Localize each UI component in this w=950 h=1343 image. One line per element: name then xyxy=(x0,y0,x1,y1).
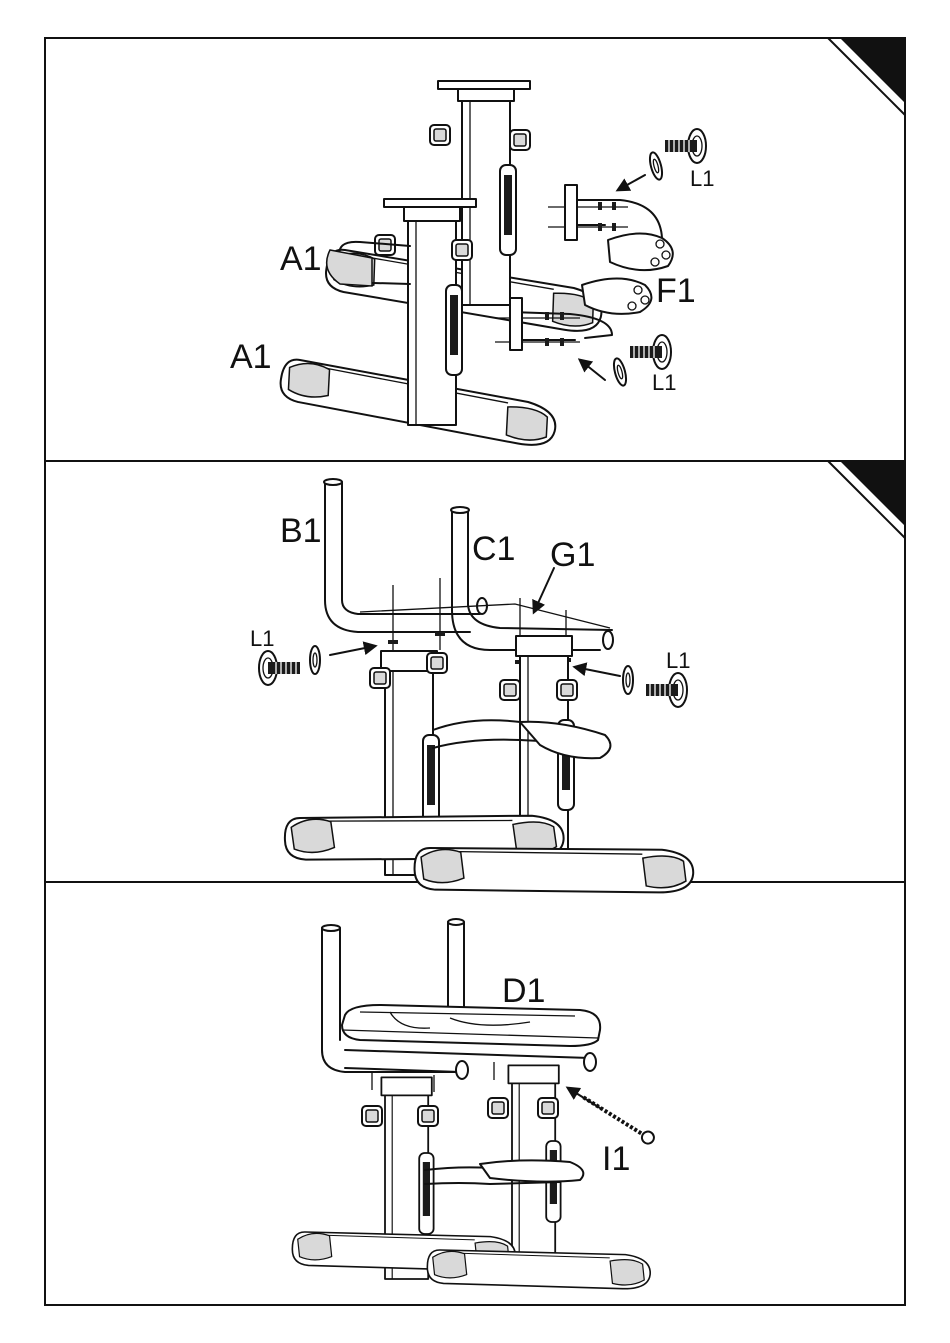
corner-tab-marker xyxy=(828,461,905,538)
label-l1-upper: L1 xyxy=(690,166,714,191)
bolt-l1-upper xyxy=(665,129,706,163)
insert-arrow xyxy=(618,175,645,190)
label-g1: G1 xyxy=(550,536,595,574)
g1-leader-arrow xyxy=(534,568,554,612)
label-i1: I1 xyxy=(602,1140,630,1178)
seat-d1 xyxy=(342,1005,600,1046)
label-l1-right: L1 xyxy=(666,648,690,673)
bolt-l1-left xyxy=(259,651,300,685)
washer-l1-left xyxy=(310,646,320,674)
bolt-l1-lower xyxy=(630,335,671,369)
label-c1: C1 xyxy=(472,530,515,568)
label-f1: F1 xyxy=(656,272,696,310)
corner-tab-marker xyxy=(828,38,905,115)
label-l1-lower: L1 xyxy=(652,370,676,395)
insert-arrow xyxy=(330,646,375,655)
label-a1-upper: A1 xyxy=(280,240,322,278)
washer-l1-upper xyxy=(648,151,665,181)
panel-3-illustration: D1 I1 xyxy=(291,919,657,1309)
washer-l1-right xyxy=(623,666,633,694)
label-a1-lower: A1 xyxy=(230,338,272,376)
insert-arrow xyxy=(568,1088,600,1108)
washer-l1-lower xyxy=(612,357,629,387)
screw-i1 xyxy=(580,1092,656,1146)
panel-2-illustration: B1 C1 G1 L1 L1 xyxy=(250,479,695,922)
panel-1-illustration: A1 A1 F1 L1 L1 xyxy=(230,81,714,446)
label-l1-left: L1 xyxy=(250,626,274,651)
insert-arrow xyxy=(575,667,620,676)
insert-arrow xyxy=(580,360,605,380)
bolt-l1-right xyxy=(646,673,687,707)
label-b1: B1 xyxy=(280,512,322,550)
label-d1: D1 xyxy=(502,972,545,1010)
backrest-tube-b1 xyxy=(325,482,480,614)
